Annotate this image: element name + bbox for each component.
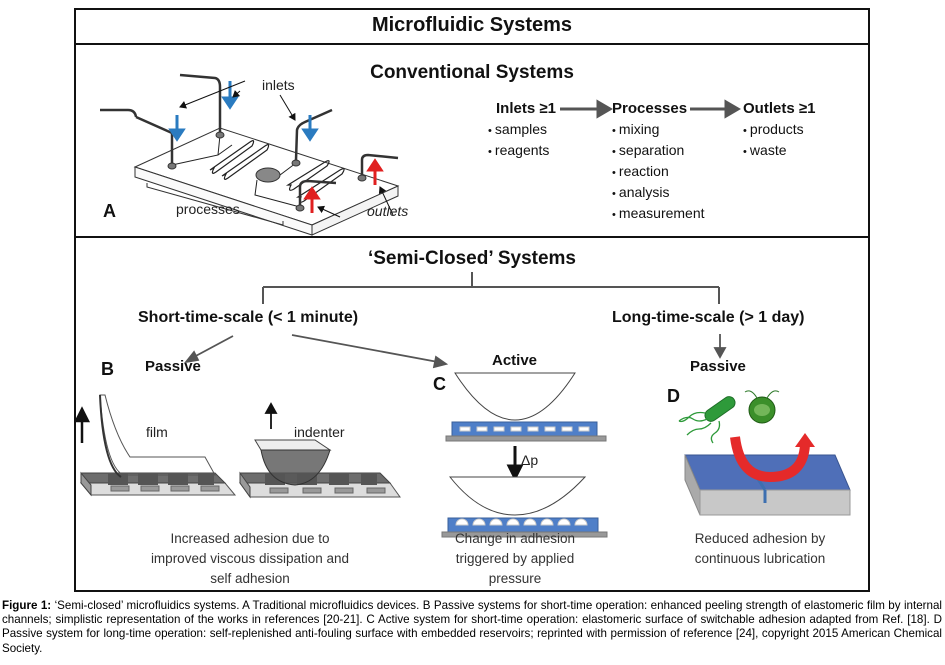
up-arrow-icon: [264, 402, 278, 429]
divider-sections: [74, 236, 870, 238]
arrow-to-passive-b: [183, 335, 234, 364]
flow-item: measurement: [612, 204, 705, 225]
flow-list-outlets: products waste: [743, 120, 804, 162]
flow-item: analysis: [612, 183, 705, 204]
up-arrow-icon: [73, 406, 91, 443]
figure-frame: [74, 8, 870, 592]
processes-bracket: [146, 183, 284, 226]
arrow-to-passive-d: [713, 334, 727, 359]
passive-b-heading: Passive: [145, 358, 201, 375]
flow-item: reaction: [612, 162, 705, 183]
description-line: triggered by applied: [455, 551, 575, 566]
description-line: pressure: [488, 571, 542, 586]
description-line: continuous lubrication: [694, 551, 826, 566]
flow-arrows: [560, 99, 741, 119]
pressure-label: Δp: [521, 452, 539, 468]
repel-arrow-icon: [730, 436, 810, 483]
flow-arrow-2: [690, 99, 741, 119]
down-arrow-icon: [506, 446, 524, 482]
switchable-adhesion-diagram: [441, 372, 608, 538]
flow-heading-outlets: Outlets ≥1: [743, 100, 816, 117]
flow-item: products: [743, 120, 804, 141]
flow-item: samples: [488, 120, 549, 141]
active-c-heading: Active: [492, 352, 538, 369]
caption-label: Figure 1:: [2, 599, 52, 612]
active-c-description: Change in adhesion triggered by applied …: [430, 529, 600, 589]
description-line: improved viscous dissipation and: [150, 551, 350, 566]
description-line: Reduced adhesion by: [694, 531, 826, 546]
divider-title: [74, 43, 870, 45]
flow-list-processes: mixing separation reaction analysis meas…: [612, 120, 705, 225]
panel-letter-d: D: [667, 386, 680, 406]
outlets-label: outlets: [367, 203, 409, 219]
indenter-label: indenter: [294, 424, 345, 440]
lens-top: [454, 372, 576, 421]
figure-caption: Figure 1: ‘Semi-closed’ microfluidics sy…: [2, 599, 942, 656]
processes-label: processes: [176, 201, 240, 217]
caption-text: ‘Semi-closed’ microfluidics systems. A T…: [2, 599, 942, 655]
flow-item: mixing: [612, 120, 705, 141]
panel-letter-c: C: [433, 374, 446, 394]
algae-icon: [744, 390, 780, 424]
flow-heading-processes: Processes: [612, 100, 688, 117]
outlet-arrows: [303, 158, 384, 213]
flow-item: reagents: [488, 141, 549, 162]
main-title: Microfluidic Systems: [371, 14, 573, 36]
lens-bottom: [448, 476, 587, 516]
description-line: Increased adhesion due to: [170, 531, 330, 546]
inlets-label: inlets: [262, 77, 295, 93]
short-time-scale-label: Short-time-scale (< 1 minute): [138, 309, 359, 326]
flow-list-inlets: samples reagents: [488, 120, 549, 162]
panel-letter-a: A: [103, 201, 116, 221]
inlet-arrows: [168, 81, 319, 142]
conventional-title: Conventional Systems: [370, 62, 574, 83]
flow-item: waste: [743, 141, 804, 162]
arrow-to-active-c: [291, 334, 449, 369]
long-time-scale-label: Long-time-scale (> 1 day): [612, 309, 805, 326]
peeling-film-diagram: [73, 394, 401, 499]
description-line: Change in adhesion: [454, 531, 576, 546]
passive-b-description: Increased adhesion due to improved visco…: [110, 529, 390, 589]
passive-d-heading: Passive: [690, 358, 746, 375]
bacterium-icon: [678, 396, 736, 444]
flow-heading-inlets: Inlets ≥1: [496, 100, 556, 117]
semi-closed-tree: [183, 272, 727, 369]
serpentine-channel-1: [209, 140, 270, 180]
flow-item: separation: [612, 141, 705, 162]
conventional-chip-diagram: [100, 73, 400, 236]
passive-d-description: Reduced adhesion by continuous lubricati…: [660, 529, 860, 569]
panel-letter-b: B: [101, 359, 114, 379]
film-label: film: [146, 424, 168, 440]
lubricated-surface-diagram: [678, 390, 851, 516]
semi-closed-title: ‘Semi-Closed’ Systems: [367, 248, 577, 269]
flow-arrow-1: [560, 99, 613, 119]
description-line: self adhesion: [210, 571, 290, 586]
chip-side: [311, 185, 399, 236]
